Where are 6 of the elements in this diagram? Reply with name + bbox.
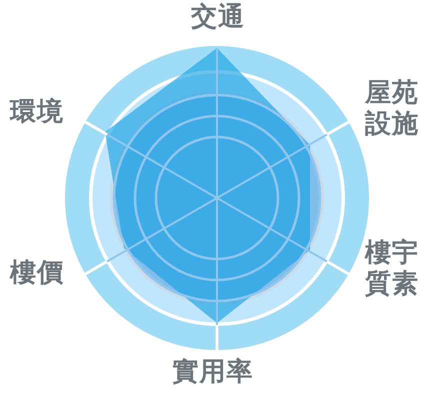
axis-label: 樓宇質素 bbox=[364, 238, 420, 300]
axis-label: 樓價 bbox=[8, 258, 65, 289]
axis-label: 交通 bbox=[190, 2, 246, 33]
axis-label: 實用率 bbox=[172, 357, 254, 388]
axis-label: 環境 bbox=[8, 97, 65, 128]
axis-label: 屋苑設施 bbox=[364, 78, 420, 140]
